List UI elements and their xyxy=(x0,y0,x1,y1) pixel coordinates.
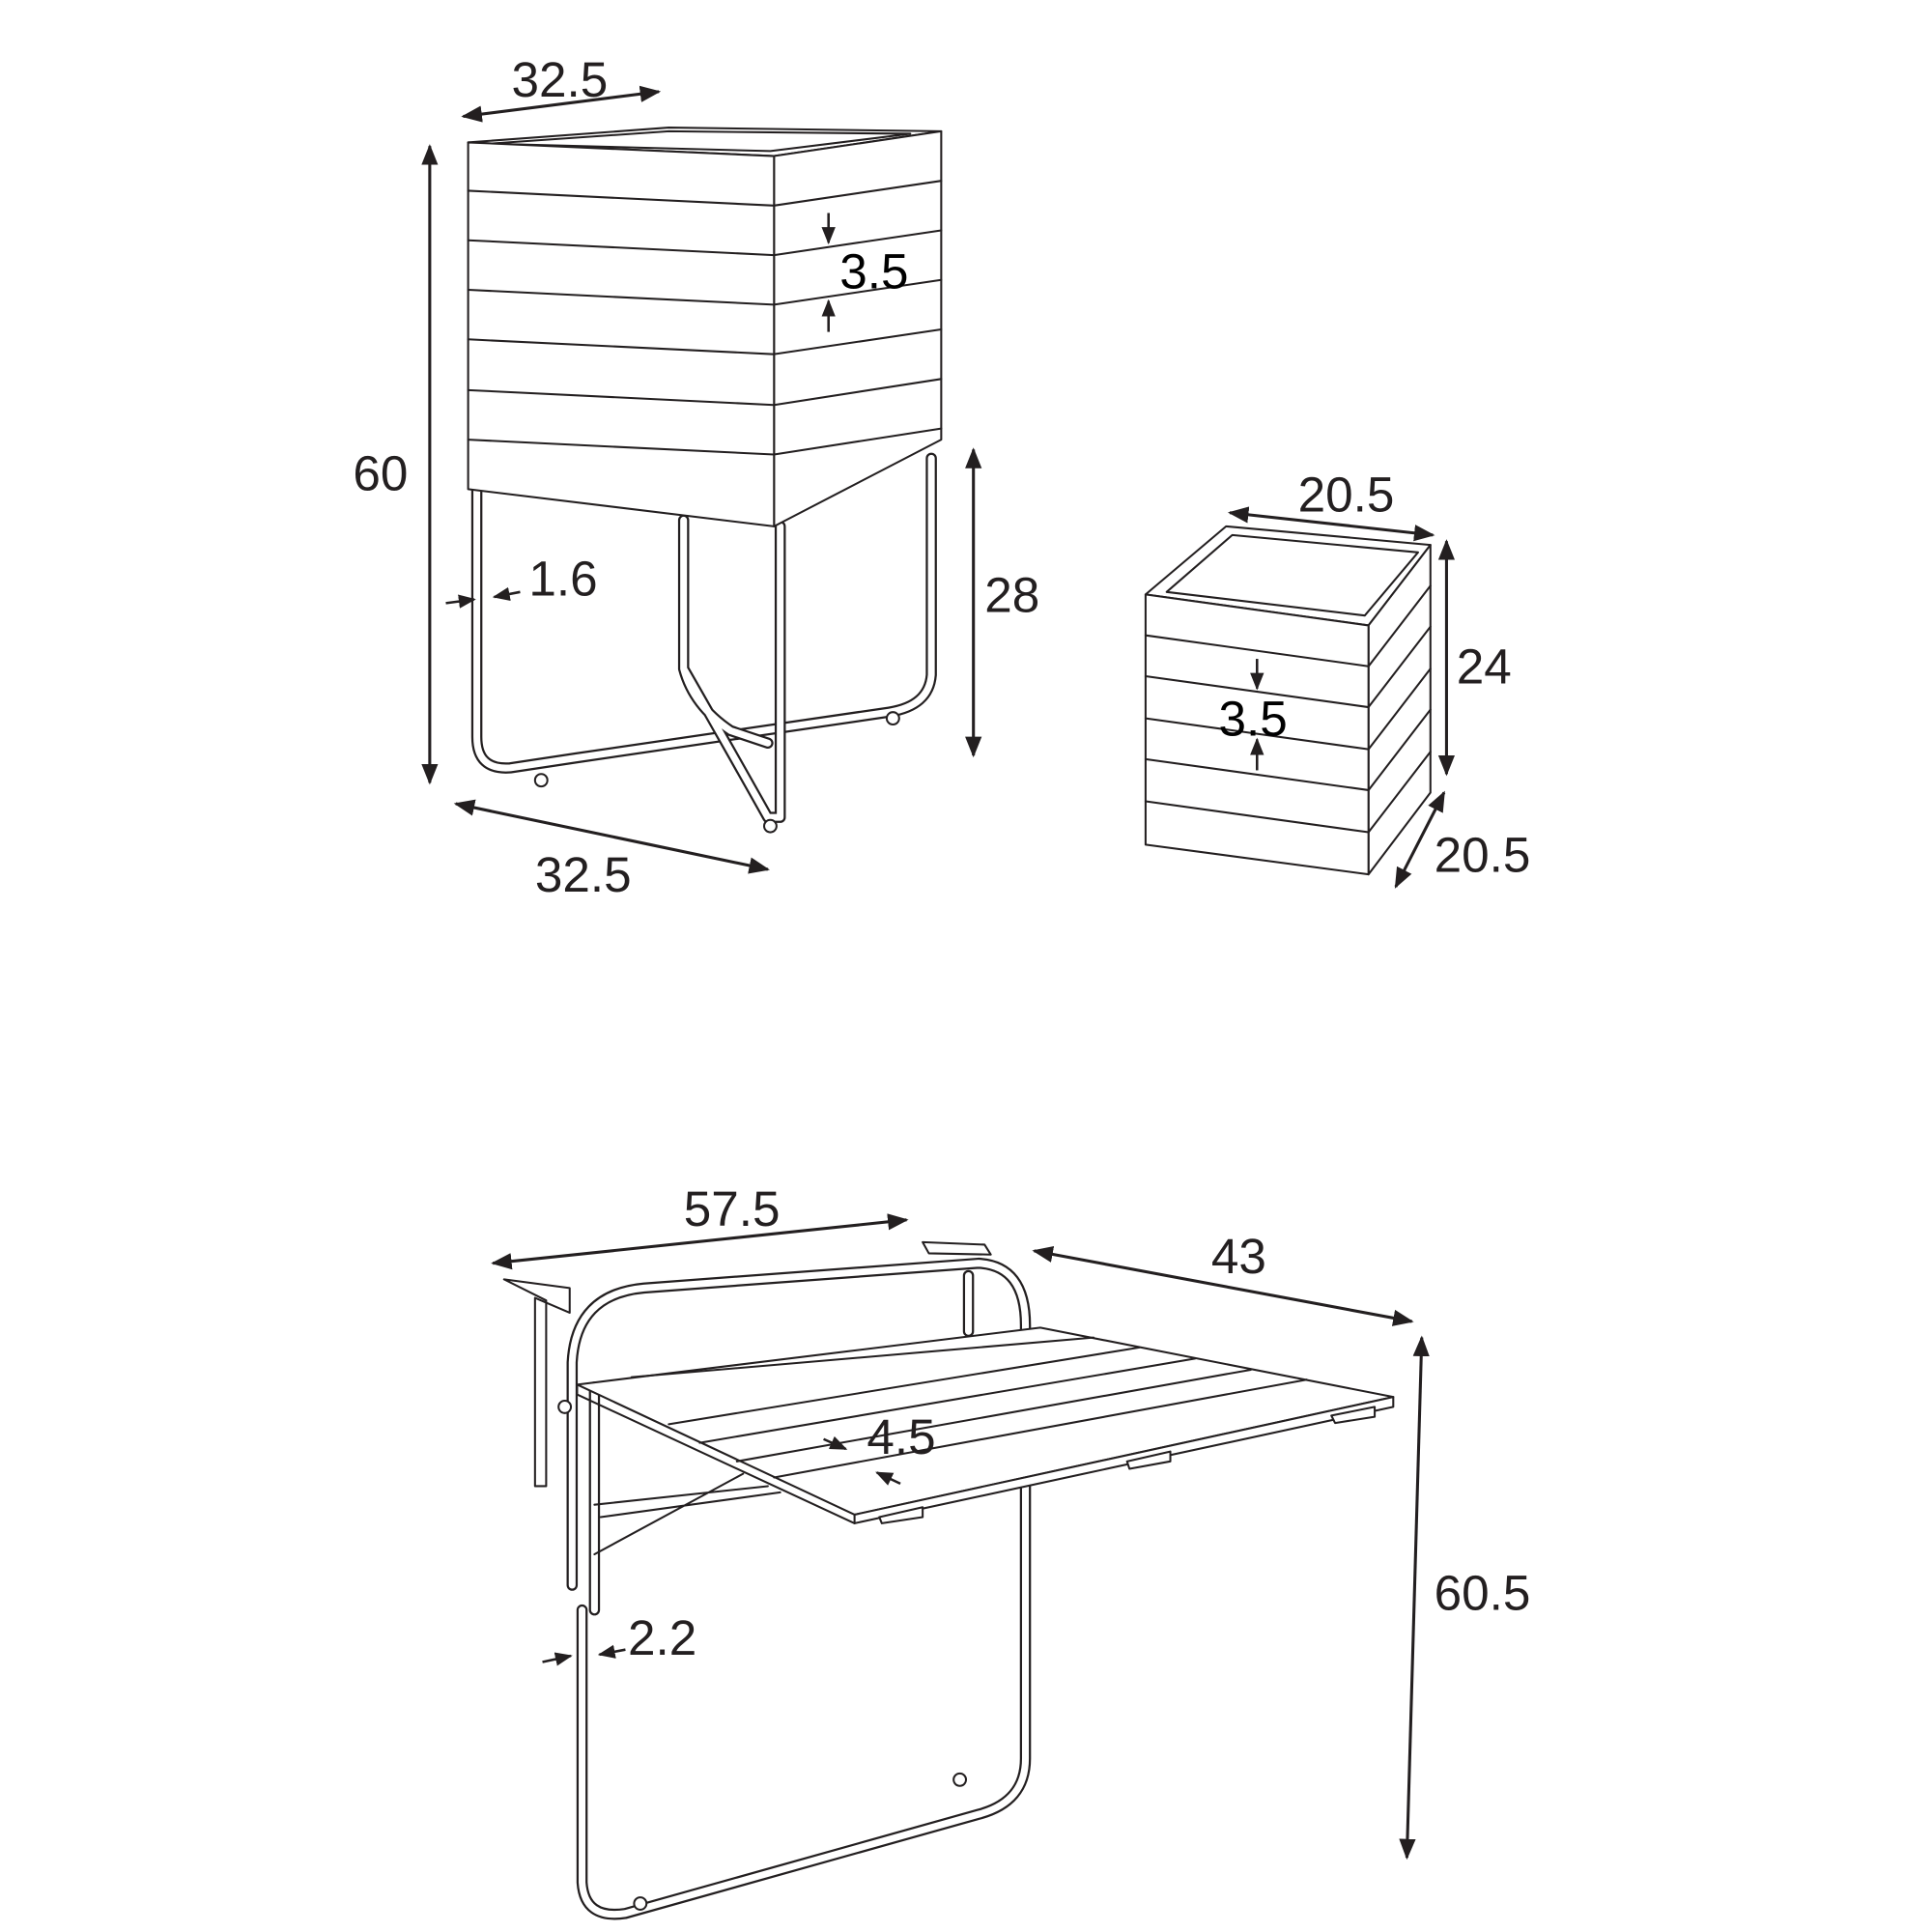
small-planter-height-label: 24 xyxy=(1457,639,1512,695)
balcony-table-drawing xyxy=(491,1213,1430,1920)
large-planter-depth-label: 32.5 xyxy=(535,847,632,902)
small-planter-width-label: 20.5 xyxy=(1298,467,1395,522)
table-slat-label: 4.5 xyxy=(867,1409,935,1464)
table-tube-label: 2.2 xyxy=(628,1610,696,1665)
large-planter-slat-label: 3.5 xyxy=(839,244,908,299)
small-planter-drawing xyxy=(1144,506,1456,889)
table-depth-label: 43 xyxy=(1211,1229,1266,1284)
large-planter-drawing xyxy=(421,85,982,874)
table-width-label: 57.5 xyxy=(684,1181,781,1236)
large-planter-width-label: 32.5 xyxy=(511,52,608,107)
large-planter-height-label: 60 xyxy=(353,446,408,501)
table-height-label: 60.5 xyxy=(1435,1566,1531,1621)
small-planter-slat-label: 3.5 xyxy=(1219,692,1288,747)
small-planter-depth-label: 20.5 xyxy=(1435,828,1531,883)
large-planter-tube-label: 1.6 xyxy=(528,552,597,607)
large-planter-leg-height-label: 28 xyxy=(984,567,1039,622)
